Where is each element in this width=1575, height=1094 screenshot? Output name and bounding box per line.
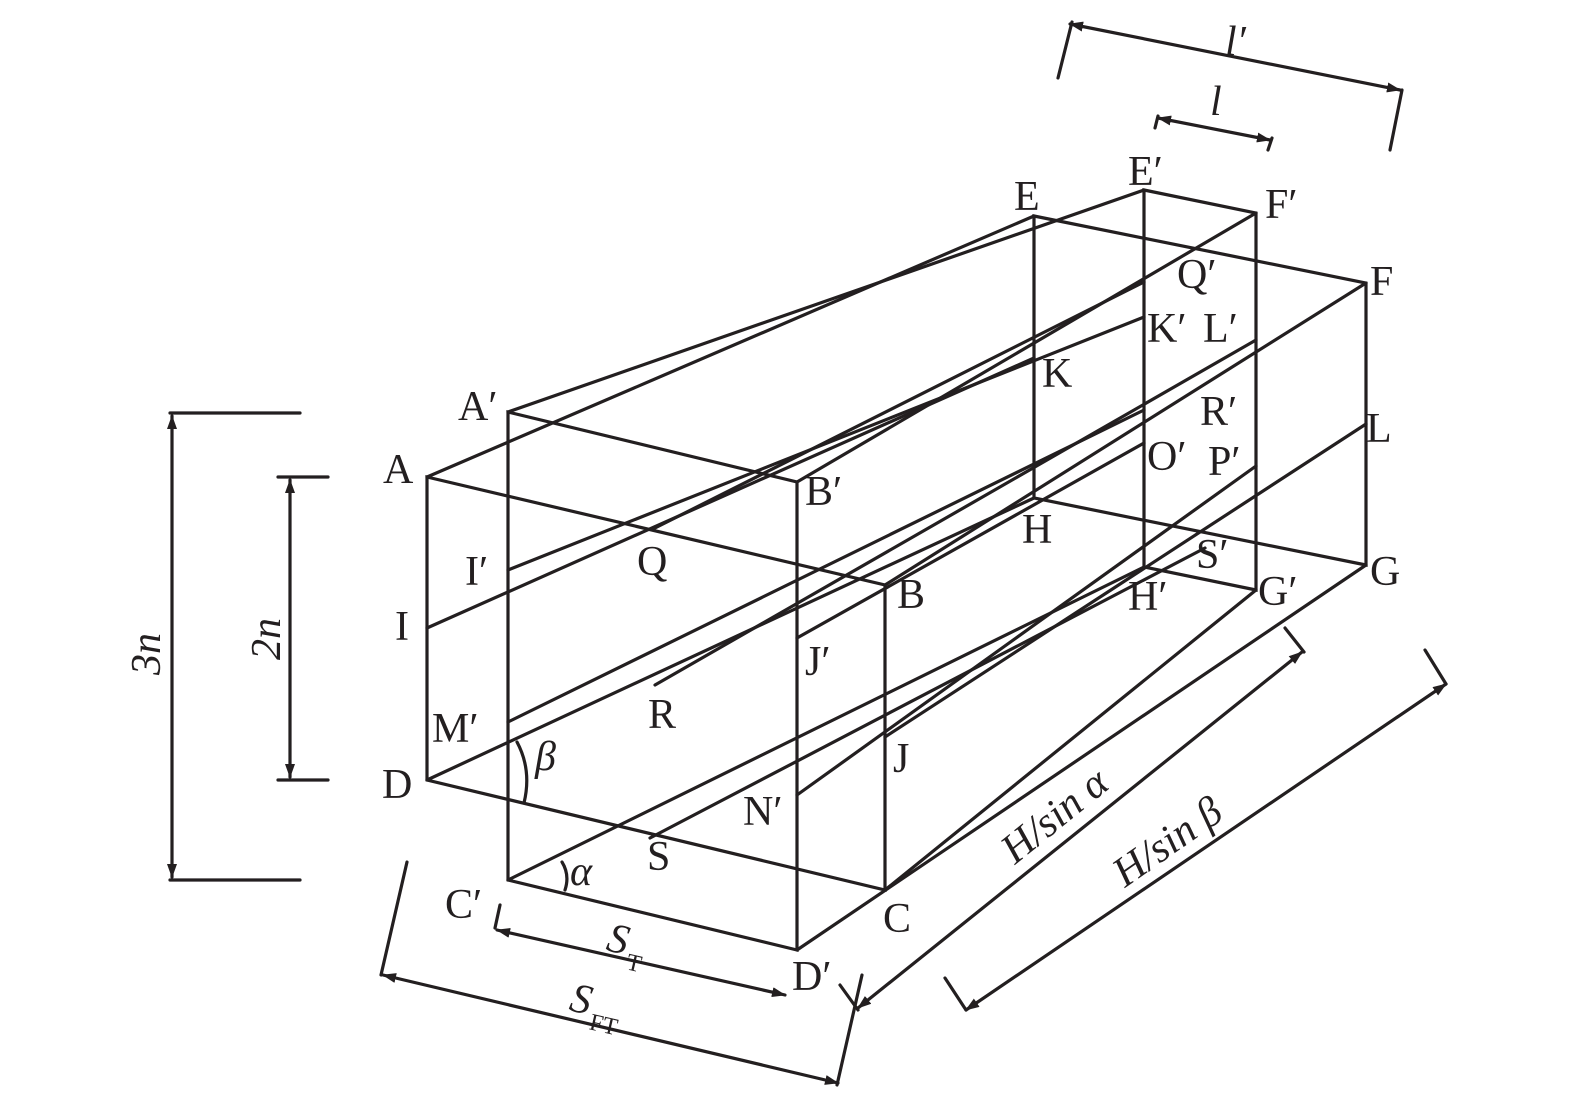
dimension-2n (276, 475, 330, 782)
label-alpha: α (570, 849, 593, 895)
label-2n: 2n (244, 618, 290, 660)
label-s-t: S T (603, 915, 645, 979)
label-C-prime: C′ (445, 882, 482, 928)
dimension-h-sin-beta (943, 648, 1448, 1012)
label-R-prime: R′ (1200, 389, 1237, 435)
label-H-prime: H′ (1128, 574, 1168, 620)
label-M-prime: M′ (432, 706, 479, 752)
dimension-l-prime (1056, 20, 1404, 152)
label-F: F (1370, 259, 1393, 305)
label-E-prime: E′ (1128, 149, 1163, 195)
label-K-prime: K′ (1147, 306, 1187, 352)
point-labels: A A′ B′ B I′ I Q J′ M′ R D J N′ S C′ C D… (382, 149, 1400, 1000)
label-F-prime: F′ (1265, 182, 1298, 228)
label-K: K (1042, 351, 1072, 397)
label-I: I (395, 604, 409, 650)
label-P-prime: P′ (1208, 439, 1241, 485)
label-D-prime: D′ (792, 954, 832, 1000)
label-s-t-sub: T (624, 950, 644, 979)
dimension-labels: 3n 2n l′ l S T S FT H/sin α H/sin β (124, 19, 1247, 1041)
label-L: L (1366, 406, 1392, 452)
label-D: D (382, 762, 412, 808)
label-J: J (893, 736, 909, 782)
label-H: H (1022, 507, 1052, 553)
label-A: A (383, 447, 414, 493)
label-N-prime: N′ (743, 789, 783, 835)
label-A-prime: A′ (458, 384, 498, 430)
label-beta: β (534, 734, 556, 780)
label-I-prime: I′ (465, 549, 488, 595)
label-B-prime: B′ (805, 469, 842, 515)
label-G-prime: G′ (1258, 569, 1298, 615)
label-s-ft-sub: FT (587, 1010, 620, 1042)
label-O-prime: O′ (1147, 434, 1187, 480)
label-G: G (1370, 549, 1400, 595)
label-Q-prime: Q′ (1177, 252, 1217, 298)
label-S-prime: S′ (1196, 532, 1229, 578)
label-B: B (897, 572, 925, 618)
angle-arcs (515, 740, 569, 892)
label-l-prime: l′ (1225, 19, 1247, 65)
label-L-prime: L′ (1203, 306, 1238, 352)
label-l: l (1210, 79, 1222, 125)
label-E: E (1014, 174, 1040, 220)
label-S: S (647, 834, 670, 880)
label-J-prime: J′ (805, 639, 831, 685)
label-R: R (648, 692, 676, 738)
dimension-l (1153, 114, 1274, 152)
dimension-3n (167, 411, 302, 882)
dimension-s-t (493, 903, 787, 998)
label-3n: 3n (124, 633, 170, 676)
angle-labels: β α (534, 734, 593, 895)
label-Q: Q (637, 539, 667, 585)
label-C: C (883, 896, 911, 942)
